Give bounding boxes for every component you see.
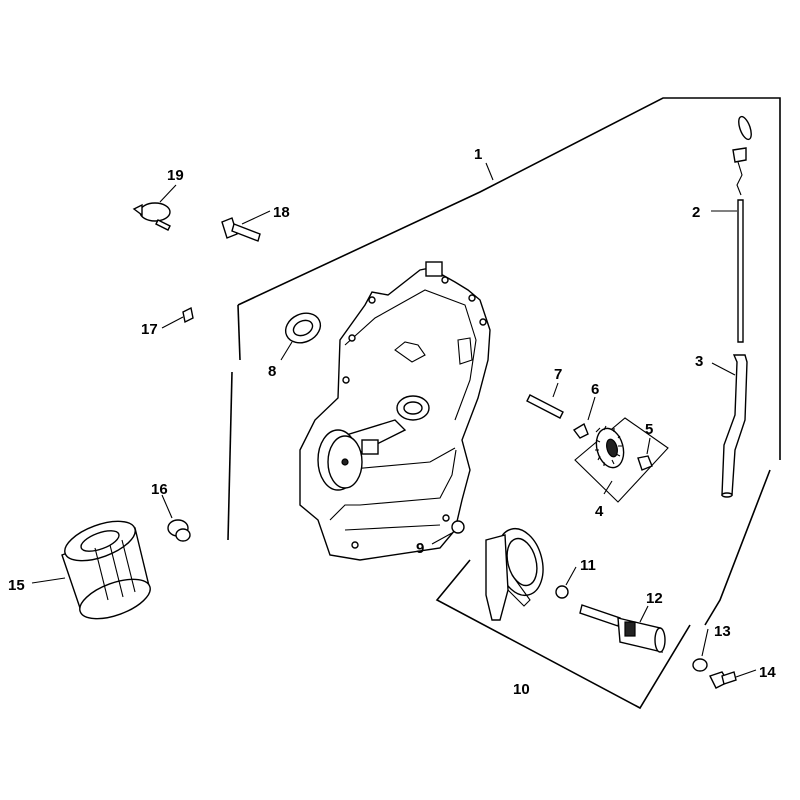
governor-gear	[595, 425, 625, 469]
callout-3: 3	[695, 353, 703, 370]
oil-pickup	[579, 604, 666, 653]
dipstick	[732, 115, 752, 343]
callout-16: 16	[151, 481, 168, 498]
callout-7: 7	[554, 366, 562, 383]
leader-lines	[31, 162, 757, 678]
oil-filter-nipple	[167, 519, 191, 542]
bracket-10	[435, 559, 691, 710]
o-ring-9	[451, 520, 465, 534]
callout-2: 2	[692, 204, 700, 221]
callout-13: 13	[714, 623, 731, 640]
callout-1: 1	[474, 146, 482, 163]
callout-18: 18	[273, 204, 290, 221]
callout-5: 5	[645, 421, 653, 438]
bolt	[221, 217, 261, 242]
o-ring-11	[555, 585, 569, 599]
oil-pressure-switch	[132, 202, 171, 231]
oil-filter	[61, 520, 151, 620]
cross-shaft-pin	[526, 394, 564, 419]
callout-11: 11	[580, 557, 596, 574]
callout-14: 14	[759, 664, 776, 681]
regulating-pin	[572, 422, 589, 439]
callouts: 1 2 3 4 5 6 7 8 9 10 11 12 13 14 15 16 1…	[8, 146, 776, 698]
callout-6: 6	[591, 381, 599, 398]
callout-17: 17	[141, 321, 158, 338]
governor-shaft	[637, 455, 653, 471]
plug	[182, 306, 194, 324]
drain-screw	[709, 671, 737, 689]
callout-8: 8	[268, 363, 276, 380]
washer	[692, 658, 708, 672]
callout-19: 19	[167, 167, 184, 184]
dipstick-tube	[721, 354, 748, 498]
callout-12: 12	[646, 590, 663, 607]
oil-pump-gear	[485, 527, 544, 621]
callout-4: 4	[595, 503, 604, 520]
callout-15: 15	[8, 577, 25, 594]
callout-10: 10	[513, 681, 530, 698]
assembly-outline-1	[227, 97, 781, 626]
callout-9: 9	[416, 540, 424, 557]
oil-seal	[284, 312, 322, 344]
gear-cover	[299, 261, 491, 561]
